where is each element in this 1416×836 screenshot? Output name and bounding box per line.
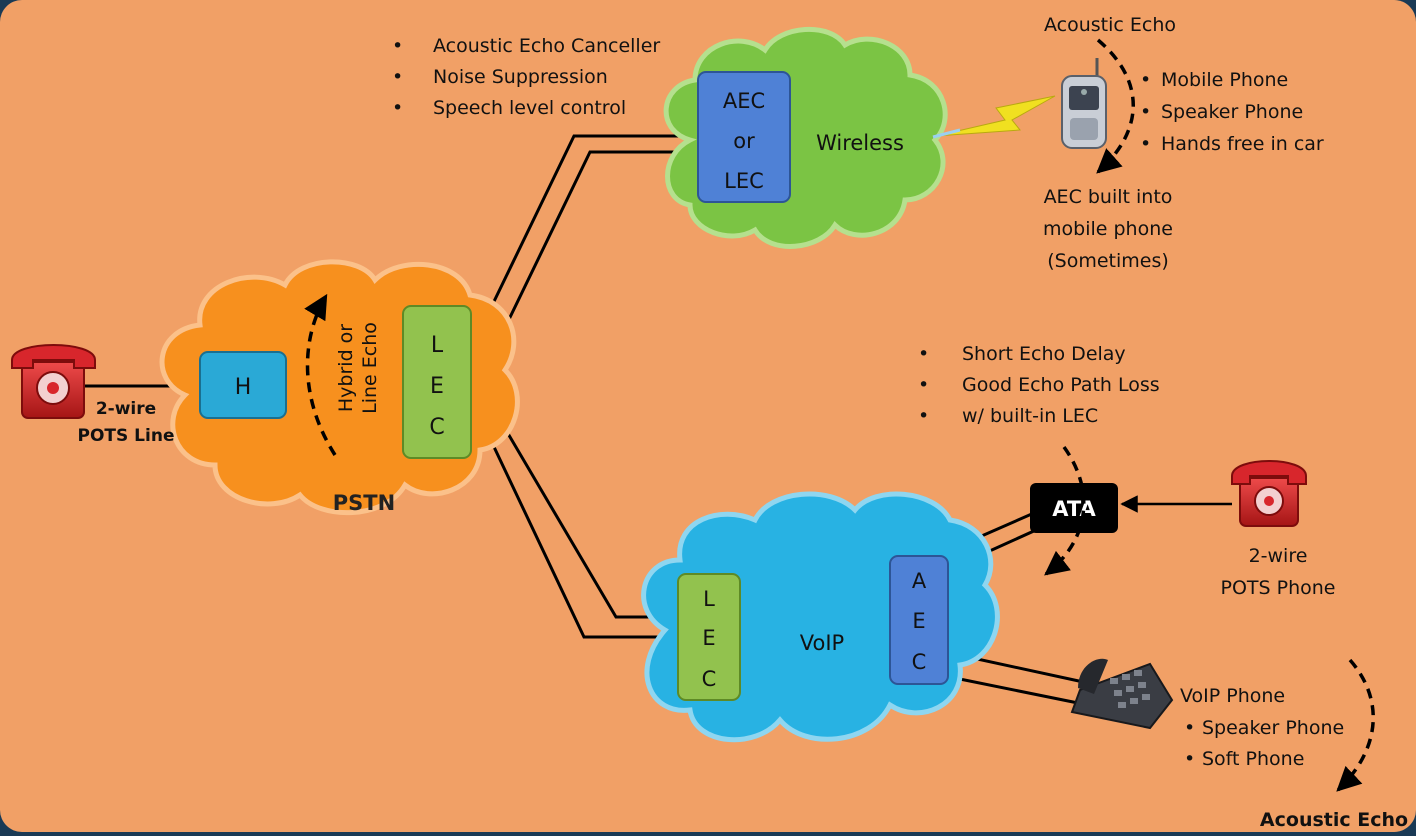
- svg-text:POTS Line: POTS Line: [78, 426, 175, 446]
- svg-text:(Sometimes): (Sometimes): [1047, 250, 1169, 272]
- mobile-echo-label: Acoustic Echo: [1044, 14, 1176, 36]
- svg-text:•: •: [1184, 717, 1195, 739]
- ata-feature-item: Good Echo Path Loss: [962, 374, 1160, 396]
- hybrid-box-label: H: [235, 375, 252, 400]
- pots-phone-left-icon: [11, 344, 96, 419]
- svg-text:•: •: [392, 66, 403, 88]
- lightning-icon: [932, 95, 1056, 139]
- wireless-feature-item: Acoustic Echo Canceller: [433, 35, 660, 57]
- voip-phone-echo-label: Acoustic Echo: [1260, 809, 1408, 831]
- voip-phone-feature-item: Soft Phone: [1202, 748, 1304, 770]
- wireless-aec-box: AEC or LEC: [697, 71, 791, 203]
- pstn-lec-box: L E C: [402, 305, 472, 459]
- voip-aec-letter: C: [912, 650, 927, 674]
- mobile-feature-item: Hands free in car: [1161, 133, 1324, 155]
- pstn-lec-letter: E: [430, 374, 444, 399]
- svg-text:Line Echo: Line Echo: [359, 322, 381, 414]
- mobile-feature-item: Speaker Phone: [1161, 101, 1303, 123]
- svg-text:•: •: [1140, 69, 1151, 91]
- svg-text:POTS Phone: POTS Phone: [1221, 577, 1336, 599]
- mobile-echo-arrow: [1096, 38, 1135, 174]
- pots-phone-label: 2-wire POTS Phone: [1221, 545, 1336, 599]
- ata-label: ATA: [1052, 497, 1096, 521]
- pstn-voip-trunk-2: [484, 429, 680, 639]
- voip-phone-features: VoIP Phone • Speaker Phone • Soft Phone: [1180, 685, 1344, 770]
- svg-text:2-wire: 2-wire: [96, 399, 156, 419]
- svg-text:•: •: [918, 374, 929, 396]
- voip-phone-icon: [1070, 658, 1174, 730]
- wireless-aec-line: AEC: [723, 89, 765, 113]
- svg-text:mobile phone: mobile phone: [1043, 218, 1173, 240]
- svg-text:•: •: [1184, 748, 1195, 770]
- svg-text:•: •: [1140, 101, 1151, 123]
- voip-lec-letter: C: [702, 667, 717, 691]
- svg-text:Hybrid or: Hybrid or: [335, 324, 357, 412]
- pots-phone-right-icon: [1231, 460, 1307, 527]
- wireless-feature-item: Noise Suppression: [433, 66, 608, 88]
- voip-lec-letter: L: [703, 587, 715, 611]
- voip-phone-echo-arrow: [1336, 658, 1375, 792]
- hybrid-echo-label: Hybrid or Line Echo: [335, 322, 381, 414]
- aec-phone-line-2: [944, 674, 1079, 705]
- svg-text:•: •: [392, 35, 403, 57]
- ata-features-list: • Short Echo Delay • Good Echo Path Loss…: [918, 343, 1160, 427]
- ata-echo-arrow: [1044, 445, 1086, 576]
- svg-text:•: •: [918, 405, 929, 427]
- echo-arrows: [304, 38, 1375, 792]
- svg-text:•: •: [918, 343, 929, 365]
- wireless-features-list: • Acoustic Echo Canceller • Noise Suppre…: [392, 35, 660, 119]
- voip-phone-title: VoIP Phone: [1180, 685, 1285, 707]
- voip-lec-letter: E: [702, 626, 715, 650]
- hybrid-echo-arrow: [304, 293, 337, 456]
- voip-lec-box: L E C: [677, 573, 741, 701]
- voip-aec-box: A E C: [889, 555, 949, 685]
- voip-aec-letter: E: [912, 609, 925, 633]
- svg-text:•: •: [392, 97, 403, 119]
- pstn-wireless-trunk-2: [498, 150, 700, 339]
- wireless-label: Wireless: [816, 131, 904, 155]
- mobile-aec-note: AEC built into mobile phone (Sometimes): [1043, 186, 1173, 272]
- svg-text:AEC built into: AEC built into: [1044, 186, 1173, 208]
- ata-feature-item: w/ built-in LEC: [962, 405, 1098, 427]
- ata-feature-item: Short Echo Delay: [962, 343, 1126, 365]
- voip-aec-letter: A: [912, 569, 927, 593]
- mobile-feature-item: Mobile Phone: [1161, 69, 1288, 91]
- pstn-lec-letter: C: [429, 415, 444, 440]
- pstn-label: PSTN: [333, 491, 395, 515]
- voip-phone-feature-item: Speaker Phone: [1202, 717, 1344, 739]
- svg-text:2-wire: 2-wire: [1249, 545, 1308, 567]
- svg-text:•: •: [1140, 133, 1151, 155]
- voip-label: VoIP: [800, 631, 844, 655]
- hybrid-box: H: [199, 351, 287, 419]
- pstn-lec-letter: L: [431, 333, 444, 358]
- wireless-aec-line: LEC: [724, 169, 764, 193]
- pots-line-label: 2-wire POTS Line: [78, 399, 175, 446]
- wireless-feature-item: Speech level control: [433, 97, 626, 119]
- mobile-phone-icon: [1061, 58, 1107, 149]
- ata-box: ATA: [1030, 483, 1118, 533]
- mobile-features-list: • Mobile Phone • Speaker Phone • Hands f…: [1140, 69, 1324, 155]
- wireless-aec-line: or: [733, 129, 755, 153]
- pstn-wireless-trunk-1: [484, 134, 700, 319]
